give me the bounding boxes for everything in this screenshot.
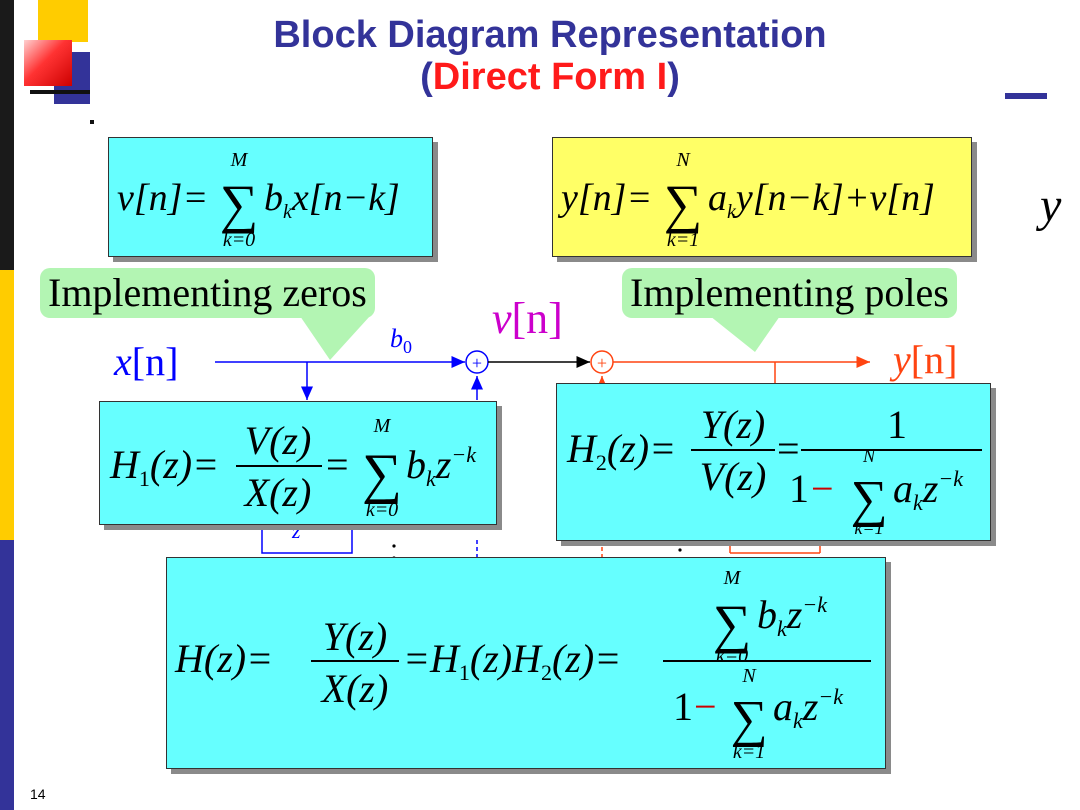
y-eq-lhs: y[n]=	[557, 177, 652, 219]
h-den-bottom: k=1	[733, 741, 765, 763]
v-equation-box: v[n]= M ∑ k=0 bkx[n−k]	[108, 137, 433, 257]
h-middle: =H1(z)H2(z)=	[403, 636, 621, 685]
h1-lhs: H1(z)=	[109, 442, 219, 491]
v-label: v[n]	[492, 294, 563, 343]
v-eq-sum-bottom: k=0	[223, 229, 255, 251]
output-label: y[n]	[893, 337, 958, 382]
h1-body: bkz−k	[406, 442, 477, 491]
delay-box-left	[261, 524, 353, 554]
decor-red-square	[24, 40, 72, 86]
h2-eq: =	[777, 426, 800, 471]
callout-poles-text: Implementing poles	[630, 270, 949, 315]
title-line2: (Direct Form I)	[420, 56, 680, 98]
h2-equation: H2(z)= Y(z) V(z) = 1 1 − N ∑ k=1 akz−k	[566, 402, 982, 538]
slide-title: Block Diagram Representation (Direct For…	[95, 14, 1005, 98]
h-num-top: M	[723, 567, 742, 589]
stripe-black	[0, 0, 14, 270]
h1-sum-bottom: k=0	[366, 499, 398, 521]
h2-lhs: H2(z)=	[566, 426, 676, 475]
h1-numerator: V(z)	[245, 418, 312, 463]
h2-equation-box: H2(z)= Y(z) V(z) = 1 1 − N ∑ k=1 akz−k	[556, 383, 991, 541]
h1-denominator: X(z)	[243, 470, 312, 515]
h2-sigma: ∑	[850, 471, 887, 528]
b0-label: b0	[390, 324, 412, 358]
left-stripe	[0, 0, 14, 810]
h-den-body: akz−k	[773, 684, 844, 733]
title-direct-form: Direct Form I	[432, 56, 668, 98]
h2-den-one: 1	[789, 466, 809, 511]
h-den-one: 1	[673, 684, 693, 729]
v-eq-body: bkx[n−k]	[264, 177, 400, 223]
decor-yellow-square	[38, 0, 88, 42]
delay-box-left-label: z	[291, 518, 301, 543]
stripe-yellow	[0, 270, 14, 540]
title-line1: Block Diagram Representation	[273, 14, 827, 56]
v-eq-lhs: v[n]=	[117, 177, 208, 219]
v-eq-sigma: ∑	[220, 174, 259, 234]
h-den-top: N	[741, 665, 757, 687]
y-eq-body: aky[n−k]+v[n]	[708, 177, 935, 223]
h-equation-box: H(z)= Y(z) X(z) =H1(z)H2(z)= M ∑ k=0 bkz…	[166, 557, 886, 769]
h2-num-one: 1	[887, 402, 907, 447]
callout-zeros-text: Implementing zeros	[48, 270, 367, 315]
h-den-minus: −	[694, 684, 717, 729]
adder-left-plus: +	[472, 353, 482, 373]
y-equation: y[n]= N ∑ k=1 aky[n−k]+v[n]	[557, 149, 935, 251]
callout-poles-pointer	[710, 316, 780, 352]
adder-right-plus: +	[597, 353, 607, 373]
h2-sum-top: N	[862, 446, 876, 466]
ellipsis-dot-1	[392, 544, 396, 548]
input-label: x[n]	[114, 339, 179, 384]
h1-sigma: ∑	[362, 443, 402, 505]
h1-equation: H1(z)= V(z) X(z) = M ∑ k=0 bkz−k	[109, 415, 477, 521]
edge-glyph: y	[1040, 179, 1062, 232]
h-numerator: Y(z)	[323, 614, 387, 659]
h-lhs: H(z)=	[174, 636, 273, 681]
v-eq-sum-top: M	[230, 149, 249, 171]
h-num-sigma: ∑	[713, 594, 752, 654]
callout-zeros: Implementing zeros	[40, 268, 375, 318]
h-den-sigma: ∑	[730, 691, 767, 748]
h1-eq: =	[326, 442, 349, 487]
h-num-body: bkz−k	[757, 592, 828, 641]
callout-poles: Implementing poles	[622, 268, 957, 318]
y-eq-sum-bottom: k=1	[667, 229, 699, 251]
h1-equation-box: H1(z)= V(z) X(z) = M ∑ k=0 bkz−k	[99, 401, 497, 525]
h-equation: H(z)= Y(z) X(z) =H1(z)H2(z)= M ∑ k=0 bkz…	[174, 567, 871, 763]
decor-dot	[90, 120, 94, 124]
callout-zeros-pointer	[300, 316, 370, 360]
y-equation-box: y[n]= N ∑ k=1 aky[n−k]+v[n]	[552, 137, 972, 257]
h-denominator: X(z)	[320, 666, 389, 711]
h1-sum-top: M	[373, 415, 392, 437]
h2-numerator: Y(z)	[701, 402, 765, 447]
h2-sum-bottom: k=1	[854, 518, 883, 538]
page-number: 14	[30, 786, 46, 802]
h2-minus: −	[811, 466, 834, 511]
y-eq-sum-top: N	[675, 149, 691, 171]
v-equation: v[n]= M ∑ k=0 bkx[n−k]	[117, 149, 400, 251]
decor-line-right	[1005, 93, 1047, 99]
h-num-bottom: k=0	[716, 645, 748, 667]
ellipsis-dot-3	[678, 548, 682, 552]
h2-denominator: V(z)	[700, 454, 767, 499]
decor-line-left	[30, 90, 90, 94]
stripe-navy	[0, 540, 14, 810]
h2-body: akz−k	[893, 466, 964, 515]
y-eq-sigma: ∑	[664, 174, 703, 234]
